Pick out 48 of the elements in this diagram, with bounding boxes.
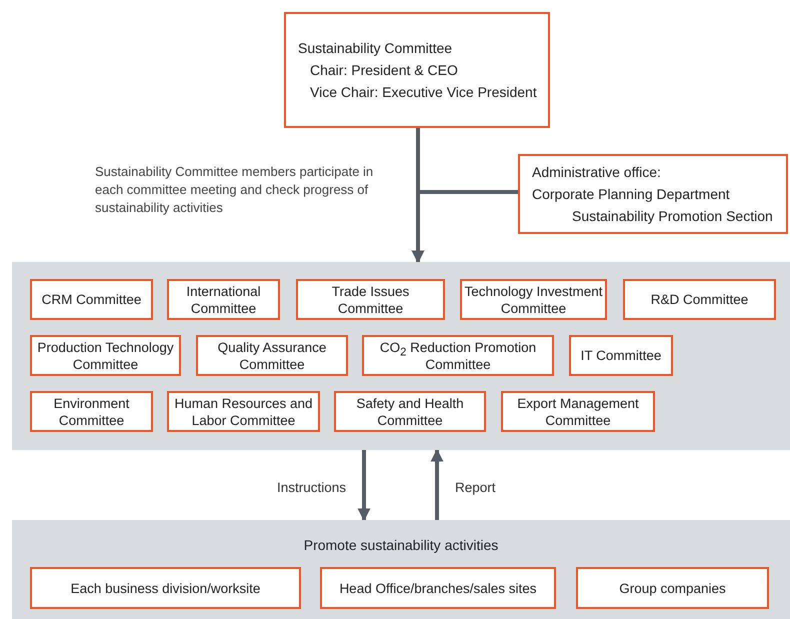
box-text: Human Resources and Labor Committee — [173, 394, 314, 428]
arrow — [430, 448, 444, 520]
box-text: Head Office/branches/sales sites — [339, 580, 537, 596]
box-text: Each business division/worksite — [70, 580, 260, 596]
edge-label: Instructions — [277, 479, 346, 497]
arrow — [412, 190, 518, 264]
unit-box — [576, 567, 769, 609]
box-text: Safety and Health Committee — [355, 394, 465, 428]
committee-box — [569, 335, 673, 376]
box-text: Corporate Planning Department — [532, 185, 730, 204]
box-text: Sustainability Promotion Section — [571, 207, 773, 226]
note-text: Sustainability Committee members participate in each committee meeting and check progress of sustainability activities — [95, 163, 374, 217]
box-text: Sustainability Committee — [298, 39, 452, 58]
box-text: Trade Issues Committee — [330, 282, 410, 316]
box-text: Group companies — [619, 580, 726, 596]
committee-box — [167, 391, 320, 432]
box-text: Chair: President & CEO — [309, 61, 458, 80]
box-text: Technology Investment Committee — [464, 282, 603, 316]
unit-box — [30, 567, 301, 609]
box-text: Vice Chair: Executive Vice President — [309, 83, 537, 102]
panel-heading: Promote sustainability activities — [302, 537, 500, 553]
committee-box — [334, 391, 486, 432]
committee-box — [196, 335, 348, 376]
committee-box — [362, 335, 554, 376]
box-text: Production Technology Committee — [36, 338, 175, 372]
office-box — [518, 154, 788, 234]
box-text: R&D Committee — [650, 291, 748, 308]
box-text: Quality Assurance Committee — [216, 338, 328, 372]
group-panel — [12, 262, 790, 450]
box-text: IT Committee — [580, 347, 662, 364]
arrow — [358, 450, 370, 522]
committee-box — [30, 335, 181, 376]
committee-box — [284, 12, 550, 128]
box-text: CRM Committee — [42, 291, 142, 308]
committee-box — [167, 279, 280, 320]
box-text: Administrative office: — [532, 163, 661, 182]
unit-box — [320, 567, 556, 609]
edge-label: Report — [455, 479, 496, 497]
committee-box — [30, 391, 153, 432]
box-text: Environment Committee — [52, 394, 130, 428]
group-panel — [12, 520, 790, 619]
box-text: International Committee — [185, 282, 262, 316]
committee-box — [30, 279, 153, 320]
box-text: Export Management Committee — [516, 394, 640, 428]
committee-box — [501, 391, 655, 432]
committee-box — [623, 279, 776, 320]
committee-box — [296, 279, 445, 320]
box-text: CO$_{2}$ Reduction Promotion Committee — [378, 338, 538, 372]
